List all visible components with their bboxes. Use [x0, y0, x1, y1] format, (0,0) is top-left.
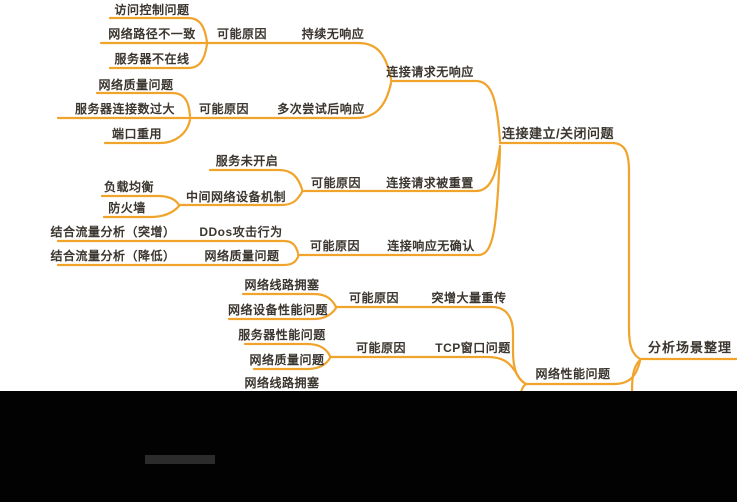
mindmap-node-possible-cause-2[interactable]: 可能原因	[198, 102, 250, 116]
mindmap-node-response-after-retries[interactable]: 多次尝试后响应	[277, 102, 365, 116]
branch-path	[108, 42, 209, 70]
mindmap-node-surge-mass-retransmission[interactable]: 突增大量重传	[431, 291, 507, 305]
mindmap-node-conn-establish-close-problem[interactable]: 连接建立/关闭问题	[501, 126, 615, 141]
mindmap-node-network-quality-problem-3[interactable]: 网络质量问题	[249, 353, 325, 367]
branch-path	[102, 204, 181, 219]
bottom-black-bar	[0, 391, 737, 502]
branch-path	[100, 194, 181, 207]
branch-path	[56, 239, 300, 255]
mindmap-node-traffic-analysis-drop[interactable]: 结合流量分析（降低）	[50, 249, 176, 263]
branch-path	[208, 168, 304, 191]
branch-path	[227, 306, 338, 321]
branch-lines-group	[56, 16, 737, 399]
branch-path	[205, 41, 393, 81]
mindmap-node-network-line-congestion-1[interactable]: 网络线路拥塞	[244, 278, 320, 292]
mindmap-node-server-conn-count-too-large[interactable]: 服务器连接数过大	[74, 102, 176, 116]
mindmap-node-conn-request-reset[interactable]: 连接请求被重置	[386, 176, 474, 190]
branch-path	[103, 118, 192, 145]
overlay-gray-box	[145, 455, 215, 464]
branch-path	[177, 190, 304, 207]
branch-path	[56, 255, 300, 267]
branch-path	[241, 292, 338, 309]
branch-path	[630, 358, 642, 394]
mindmap-node-firewall[interactable]: 防火墙	[108, 201, 146, 215]
branch-path	[108, 16, 209, 44]
branch-path	[296, 147, 502, 257]
mindmap-node-network-quality-problem-1[interactable]: 网络质量问题	[98, 78, 174, 92]
mindmap-node-possible-cause-3[interactable]: 可能原因	[310, 176, 362, 190]
branch-path	[252, 356, 332, 371]
mindmap-node-port-reuse[interactable]: 端口重用	[111, 127, 163, 141]
mindmap-node-root[interactable]: 分析场景整理	[647, 340, 733, 355]
mindmap-node-possible-cause-6[interactable]: 可能原因	[355, 341, 407, 355]
mindmap-node-network-performance-problem[interactable]: 网络性能问题	[535, 367, 611, 381]
mindmap-node-middle-network-device-mechanism[interactable]: 中间网络设备机制	[185, 190, 287, 204]
mindmap-node-load-balancing[interactable]: 负载均衡	[103, 180, 155, 194]
mindmap-node-ddos-attack-behavior[interactable]: DDos攻击行为	[199, 225, 283, 239]
mindmap-node-possible-cause-1[interactable]: 可能原因	[216, 27, 268, 41]
mindmap-node-tcp-window-problem[interactable]: TCP窗口问题	[435, 341, 511, 355]
mindmap-node-network-path-mismatch[interactable]: 网络路径不一致	[108, 27, 196, 41]
mindmap-node-network-device-performance-problem[interactable]: 网络设备性能问题	[227, 303, 329, 317]
branch-path	[389, 79, 502, 143]
mindmap-node-possible-cause-5[interactable]: 可能原因	[348, 291, 400, 305]
mindmap-node-possible-cause-4[interactable]: 可能原因	[309, 239, 361, 253]
branch-path	[498, 141, 642, 361]
mindmap-node-conn-request-no-response[interactable]: 连接请求无响应	[386, 65, 474, 79]
mindmap-node-server-performance-problem[interactable]: 服务器性能问题	[238, 328, 326, 342]
mindmap-node-network-line-congestion-2[interactable]: 网络线路拥塞	[244, 376, 320, 390]
mindmap-node-conn-response-no-ack[interactable]: 连接响应无确认	[387, 239, 475, 253]
branch-path	[243, 342, 332, 358]
mindmap-node-server-offline[interactable]: 服务器不在线	[114, 52, 190, 66]
branch-path	[95, 91, 192, 118]
mindmap-node-persistent-no-response[interactable]: 持续无响应	[301, 27, 365, 41]
branch-path	[188, 81, 393, 120]
mindmap-node-traffic-analysis-surge[interactable]: 结合流量分析（突增）	[50, 225, 176, 239]
branch-path	[328, 355, 528, 386]
mindmap-node-access-control-problem[interactable]: 访问控制问题	[114, 3, 190, 17]
mindmap-node-service-not-started[interactable]: 服务未开启	[215, 154, 279, 168]
branch-path	[524, 359, 642, 386]
mindmap-node-network-quality-problem-2[interactable]: 网络质量问题	[204, 249, 280, 263]
